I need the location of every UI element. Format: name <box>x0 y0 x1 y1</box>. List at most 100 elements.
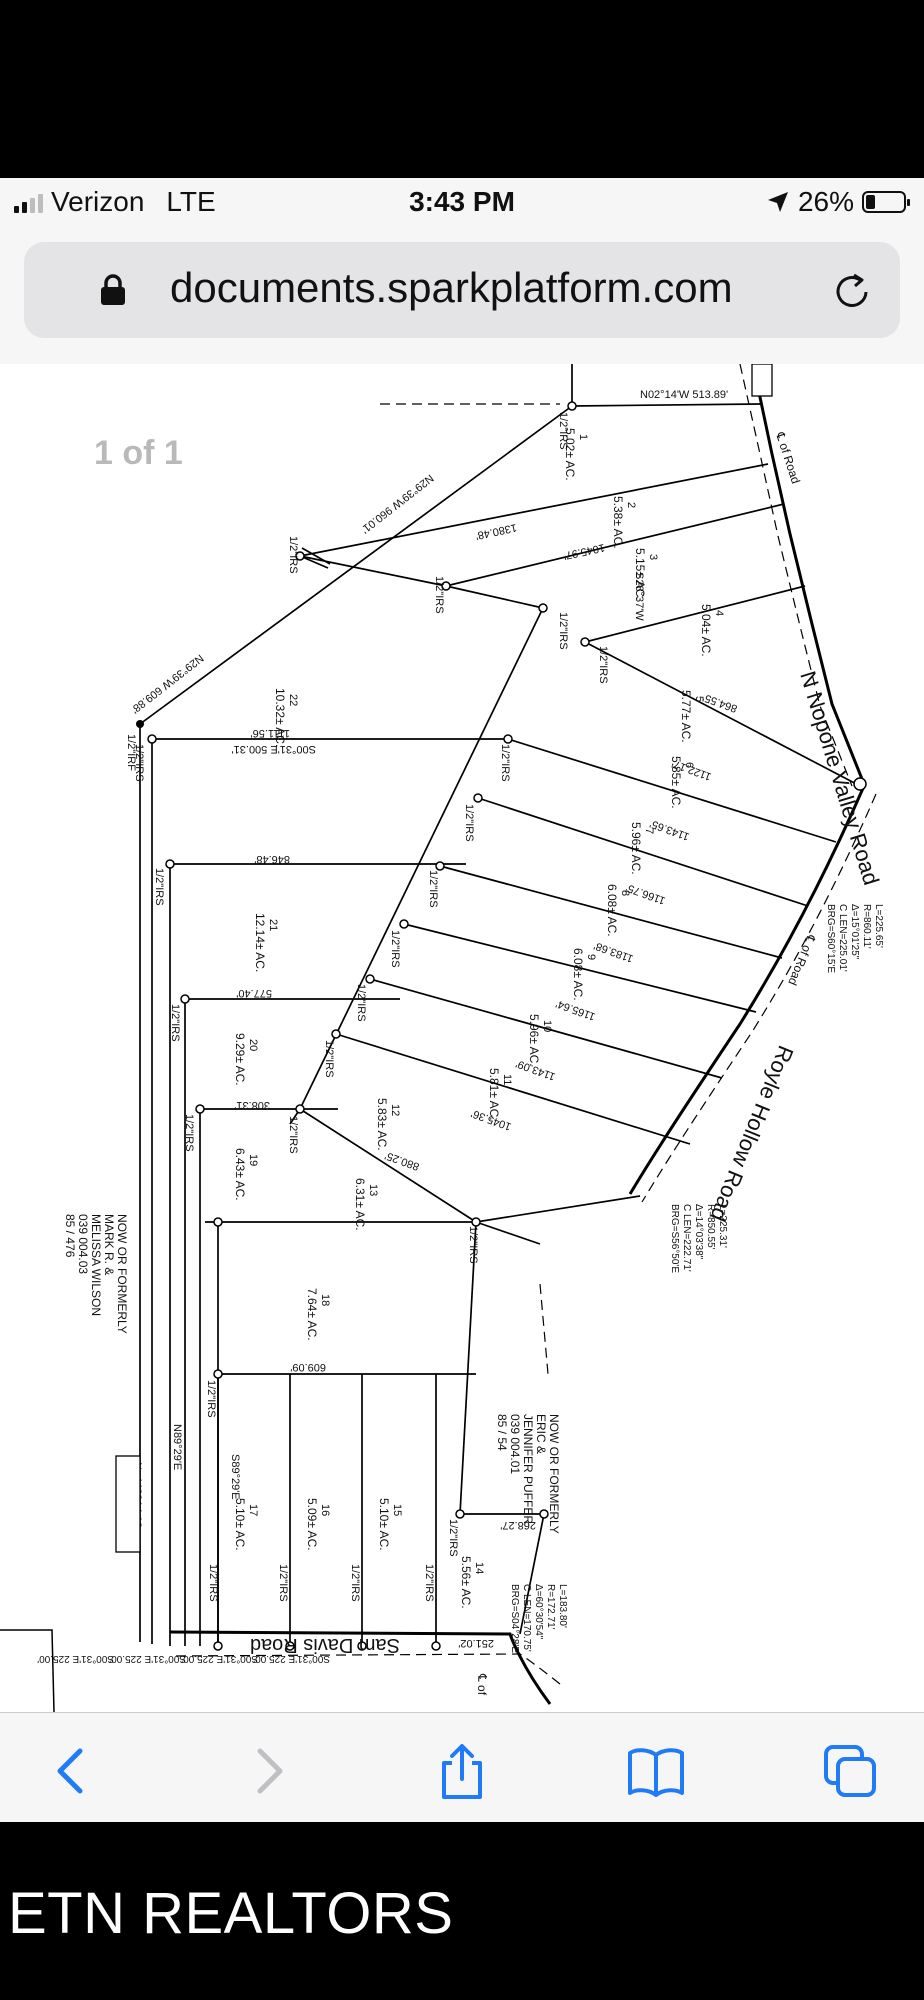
bearing-west-2: S89°29'E <box>229 1454 241 1500</box>
bearing-distance-0: N02°14'W 513.89' <box>640 389 728 401</box>
battery-fill <box>866 195 876 209</box>
west-dashed-line <box>539 1283 549 1375</box>
bearing-distance-6: 1111.56' <box>251 727 290 739</box>
lot-area-7: 5.96± AC. <box>629 822 643 875</box>
lot-area-10: 5.96± AC. <box>527 1014 541 1067</box>
lot-number-1: 1 <box>577 434 589 440</box>
lot-area-14: 5.56± AC. <box>459 1556 473 1609</box>
status-right: 26% <box>766 186 910 218</box>
owner-1-line-0: NOW OR FORMERLY <box>547 1414 561 1534</box>
owner-1-line-4: 85 / 54 <box>495 1414 509 1451</box>
lot-lines <box>139 364 865 1646</box>
pin-label-14: 1/2"IRS <box>323 1040 335 1078</box>
back-icon[interactable] <box>42 1741 102 1801</box>
lot-number-19: 19 <box>247 1154 259 1166</box>
n-nopone-valley-road-line <box>751 364 866 785</box>
forward-icon[interactable] <box>238 1741 298 1801</box>
bearing-distance-14: 1143.65' <box>648 817 691 842</box>
pin-label-4: 1/2"IRS <box>597 646 609 684</box>
browser-header: documents.sparkplatform.com <box>0 228 924 365</box>
browser-toolbar <box>0 1712 924 1822</box>
location-arrow-icon <box>767 192 788 212</box>
pin-label-8: 1/2"IRS <box>183 1114 195 1152</box>
pin-label-21: 1/2"IRS <box>207 1564 219 1602</box>
curve-1-line-0: L=225.31' <box>717 1204 728 1248</box>
coordinate-box <box>115 1455 141 1553</box>
curve-1-line-1: R=850.55' <box>705 1204 716 1250</box>
lot-area-5: 5.77± AC. <box>679 690 693 743</box>
lot-area-1: 5.02± AC. <box>563 428 577 481</box>
bookmarks-icon[interactable] <box>626 1741 686 1801</box>
pin-label-20: 1/2"IRS <box>423 1564 435 1602</box>
frontage-1: S00°31'E 225.00' <box>181 1653 258 1664</box>
lot-area-19: 6.43± AC. <box>233 1148 247 1201</box>
brand-text: ETN REALTORS <box>8 1881 454 1946</box>
pin-label-15: 1/2"IRS <box>287 1116 299 1154</box>
reload-icon[interactable] <box>830 268 874 312</box>
sam-davis-road-line <box>169 1630 552 1705</box>
lot-number-2: 2 <box>625 502 637 508</box>
lot-area-13: 6.31± AC. <box>353 1178 367 1231</box>
owner-0-line-0: NOW OR FORMERLY <box>115 1214 129 1334</box>
frontage-2: S00°31'E 225.00' <box>109 1653 186 1664</box>
road-centerline-note-3: ℄ of <box>475 1673 489 1696</box>
pin-label-5: 1/2"IRS <box>133 744 145 782</box>
pob-box <box>751 364 773 397</box>
bearing-distance-20: 880.25' <box>383 1149 421 1173</box>
bearing-distance-16: 1183.68' <box>592 939 635 964</box>
bearing-distance-3: S28°37'W <box>633 572 645 621</box>
curve-1-line-4: BRG=S56°50'E <box>669 1204 680 1273</box>
pin-label-6: 1/2"IRS <box>153 868 165 906</box>
frontage-3: S00°31'E 225.00' <box>37 1653 114 1664</box>
bearing-distance-15: 1166.75' <box>624 881 667 906</box>
curve-2-line-1: R=172.71' <box>545 1584 556 1630</box>
bearing-distance-7: 846.48' <box>254 853 290 865</box>
signal-bars-icon <box>14 191 43 213</box>
frontage-0: S00°31'E 225.00' <box>253 1653 330 1664</box>
owner-0-line-2: MELISSA WILSON <box>89 1214 103 1316</box>
bearing-distance-12: 864.55' <box>701 691 739 715</box>
owner-1-line-1: ERIC & <box>534 1414 548 1454</box>
pin-label-11: 1/2"IRS <box>427 870 439 908</box>
carrier-name: Verizon <box>51 186 145 217</box>
curve-2-line-0: L=183.80' <box>557 1584 568 1628</box>
lot-number-16: 16 <box>319 1504 331 1516</box>
lot-area-9: 6.08± AC. <box>571 948 585 1001</box>
pin-label-9: 1/2"IRS <box>499 744 511 782</box>
lot-area-3: 5.15± AC. <box>633 548 647 601</box>
lot-number-15: 15 <box>391 1504 403 1516</box>
bearing-distance-8: 577.40' <box>236 987 272 999</box>
share-icon[interactable] <box>432 1741 492 1801</box>
carrier-group: Verizon LTE <box>14 186 216 218</box>
road-name-sam-davis: Sam Davis Road <box>250 1634 400 1656</box>
owner-0-line-4: 85 / 476 <box>63 1214 77 1258</box>
phone-screen: Verizon LTE 3:43 PM 26% documents.sparkp… <box>0 178 924 1822</box>
owner-0-line-1: MARK R. & <box>102 1214 116 1275</box>
lot-number-11: 11 <box>501 1074 513 1085</box>
curve-2-line-4: BRG=S04°28'E <box>509 1584 520 1653</box>
top-letterbox <box>0 0 924 178</box>
lot-area-17: 5.10± AC. <box>233 1498 247 1551</box>
address-bar[interactable]: documents.sparkplatform.com <box>24 242 900 338</box>
curve-0-line-0: L=225.65' <box>873 904 884 948</box>
pin-label-10: 1/2"IRS <box>463 804 475 842</box>
lot-area-12: 5.83± AC. <box>375 1098 389 1151</box>
owner-1-line-2: JENNIFER PUFFER <box>521 1414 535 1524</box>
curve-1-line-3: C LEN=222.71' <box>681 1204 692 1272</box>
lock-icon <box>101 274 125 305</box>
network-type: LTE <box>166 186 216 217</box>
iron-pins <box>147 401 867 1651</box>
curve-0-line-1: R=860.11' <box>861 904 872 949</box>
lot-number-17: 17 <box>247 1504 259 1516</box>
bearing-west-1: N89°29'E <box>171 1424 183 1470</box>
pin-label-18: 1/2"IRS <box>277 1564 289 1602</box>
lot-area-16: 5.09± AC. <box>305 1498 319 1551</box>
lot-number-4: 4 <box>713 610 725 616</box>
bottom-letterbox: ETN REALTORS <box>0 1822 924 2000</box>
curve-2-line-3: C LEN=170.75' <box>521 1584 532 1652</box>
curve-2-line-2: Δ=60°30'54" <box>533 1584 544 1640</box>
royle-hollow-road-line-2 <box>641 793 877 1203</box>
owner-1-line-3: 039 004.01 <box>508 1414 522 1474</box>
tabs-icon[interactable] <box>820 1741 880 1801</box>
